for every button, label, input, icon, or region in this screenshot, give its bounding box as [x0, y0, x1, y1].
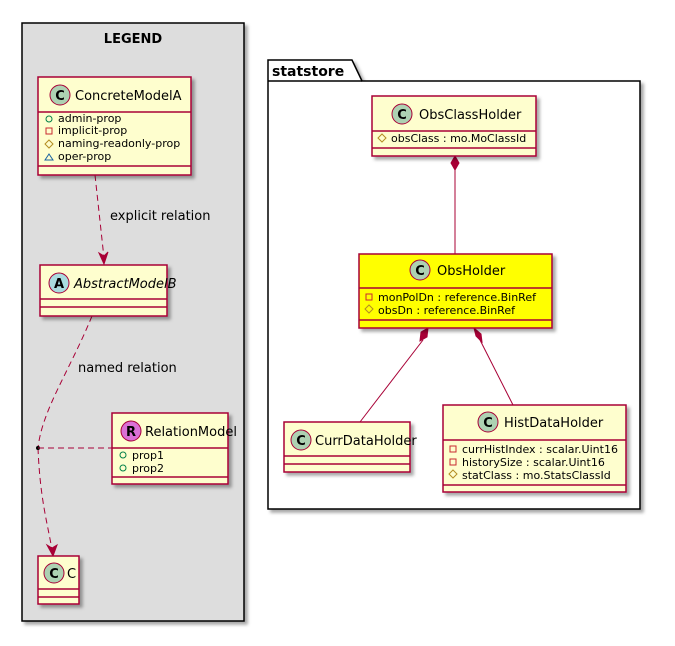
class-name: HistDataHolder [504, 416, 604, 431]
class-circle-icon [409, 259, 431, 281]
stereotype-letter: C [49, 567, 59, 582]
class-name: RelationModel [145, 425, 237, 440]
abstract-circle-icon [48, 272, 70, 294]
composition-diamond-icon [419, 327, 429, 342]
stereotype-letter: C [296, 434, 306, 449]
class-relationmodel: R RelationModel prop1 prop2 [111, 412, 237, 485]
class-name: C [67, 567, 76, 582]
protected-icon [448, 469, 458, 479]
edge-composition-obs-curr [359, 327, 429, 423]
attribute: monPolDn : reference.BinRef [378, 291, 537, 304]
attribute: obsClass : mo.MoClassId [391, 132, 526, 145]
edge-named-relation: named relation [36, 315, 177, 558]
attribute: obsDn : reference.BinRef [378, 304, 516, 317]
attribute: admin-prop [58, 112, 121, 125]
class-name: AbstractModelB [73, 277, 177, 292]
attribute: statClass : mo.StatsClassId [462, 469, 611, 482]
stereotype-letter: A [54, 277, 64, 292]
composition-diamond-icon [450, 154, 460, 172]
stereotype-letter: C [55, 89, 65, 104]
legend-title: LEGEND [104, 32, 163, 47]
private-icon [45, 127, 53, 135]
attribute: currHistIndex : scalar.Uint16 [462, 443, 618, 456]
attribute: naming-readonly-prop [58, 137, 180, 150]
edge-composition-obsclass-obs [450, 154, 460, 254]
class-circle-icon [391, 103, 413, 125]
stereotype-letter: C [397, 108, 407, 123]
class-box [358, 253, 553, 329]
class-name: ObsClassHolder [419, 108, 522, 123]
stereotype-letter: C [483, 416, 493, 431]
attribute: oper-prop [58, 150, 111, 163]
public-icon [119, 464, 127, 472]
class-circle-icon [43, 562, 65, 584]
class-abstractmodelb: A AbstractModelB [39, 264, 177, 317]
class-name: ConcreteModelA [75, 89, 182, 104]
relation-circle-icon [120, 420, 142, 442]
arrowhead-icon [97, 251, 109, 266]
class-currdataholder: C CurrDataHolder [283, 421, 417, 473]
class-obsclassholder: C ObsClassHolder obsClass : mo.MoClassId [371, 95, 537, 157]
package-private-icon [44, 153, 54, 161]
protected-icon [44, 139, 54, 149]
stereotype-letter: R [126, 425, 136, 440]
class-name: ObsHolder [437, 264, 506, 279]
class-circle-icon [290, 429, 312, 451]
private-icon [449, 445, 457, 453]
class-histdataholder: C HistDataHolder currHistIndex : scalar.… [442, 404, 627, 493]
public-icon [45, 115, 53, 123]
attribute: prop1 [132, 449, 164, 462]
composition-diamond-icon [473, 326, 483, 344]
private-icon [449, 458, 457, 466]
class-circle-icon [49, 84, 71, 106]
edge-composition-obs-hist [473, 326, 514, 406]
class-name: CurrDataHolder [315, 434, 417, 449]
class-obsholder: C ObsHolder monPolDn : reference.BinRef … [358, 253, 553, 329]
package-title: statstore [272, 64, 344, 80]
edge-line [37, 447, 53, 551]
edge-line [359, 339, 424, 423]
edge-label-named: named relation [78, 361, 177, 376]
attribute: prop2 [132, 462, 164, 475]
private-icon [365, 293, 373, 301]
stereotype-letter: C [415, 264, 425, 279]
class-c: C C [37, 555, 80, 605]
class-circle-icon [477, 411, 499, 433]
arrowhead-icon [45, 543, 58, 558]
class-concretemodela: C ConcreteModelA admin-prop implicit-pro… [37, 76, 192, 176]
edge-label-explicit: explicit relation [110, 209, 210, 224]
edge-explicit-relation: explicit relation [94, 174, 210, 266]
protected-icon [377, 133, 387, 143]
edge-line [479, 339, 514, 406]
public-icon [119, 451, 127, 459]
attribute: implicit-prop [58, 124, 127, 137]
protected-icon [364, 304, 374, 314]
edge-line [94, 174, 105, 259]
attribute: historySize : scalar.Uint16 [462, 456, 605, 469]
class-box [442, 404, 627, 493]
